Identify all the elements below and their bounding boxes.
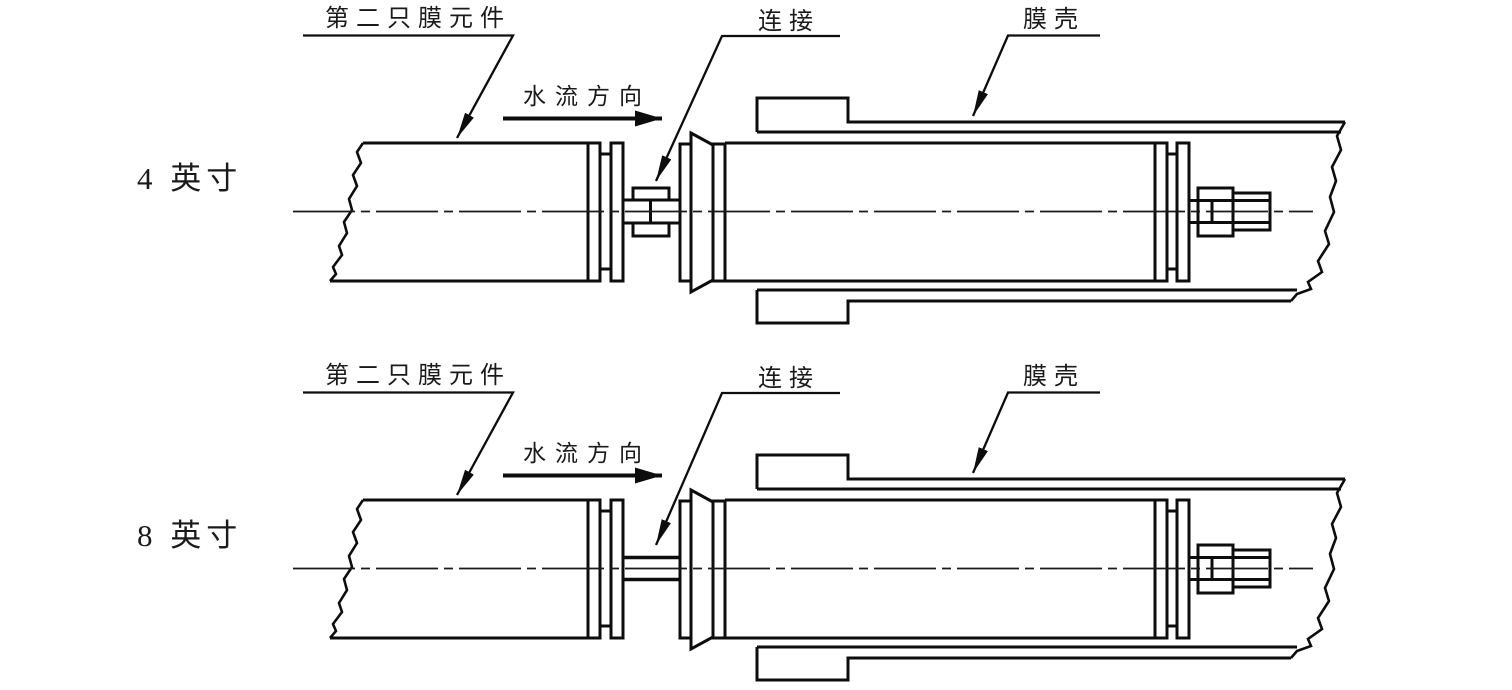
- housing-bottom-wall: [755, 290, 1291, 325]
- leader-arrow-connection: [654, 34, 840, 182]
- element-break-line: [329, 142, 365, 282]
- label-flow-direction: 水流方向: [503, 84, 662, 127]
- seal-plate: [678, 499, 693, 640]
- element-body-edges: [725, 141, 1155, 283]
- second-element-label: 第二只膜元件: [325, 5, 511, 32]
- lead-membrane-element: [678, 130, 1191, 295]
- label-membrane-housing: 膜壳: [971, 363, 1100, 474]
- adapter-bore-lines: [1189, 556, 1270, 581]
- label-flow-direction: 水流方向: [503, 441, 662, 484]
- end-plate-ties: [1167, 152, 1177, 271]
- diagram-8-inch: 8 英寸 第二只膜元件 水流方向 连接 膜壳: [137, 362, 1347, 682]
- leader-arrow-second-element: [303, 391, 515, 496]
- label-second-membrane-element: 第二只膜元件: [303, 5, 515, 139]
- housing-break-line: [1290, 121, 1347, 302]
- adapter-bore-lines: [1189, 199, 1270, 224]
- housing-break-line: [1290, 478, 1347, 659]
- connector-flange-bottom: [631, 221, 671, 238]
- lead-membrane-element: [678, 487, 1191, 652]
- connection-label: 连接: [758, 8, 820, 35]
- flow-direction-label: 水流方向: [523, 84, 651, 109]
- second-element-label: 第二只膜元件: [325, 362, 511, 389]
- end-plate-ties: [1167, 509, 1177, 628]
- connection-label: 连接: [758, 365, 820, 392]
- element-break-line: [329, 499, 365, 639]
- flow-direction-label: 水流方向: [523, 441, 651, 466]
- housing-bottom-wall: [755, 647, 1291, 682]
- size-label: 8 英寸: [137, 518, 242, 553]
- second-membrane-element: [329, 498, 625, 640]
- diagram-4-inch: 4 英寸 第二只膜元件 水流方向 连接 膜壳: [137, 5, 1347, 325]
- connector-flange-top: [631, 186, 671, 202]
- connector-tube: [624, 555, 682, 582]
- brine-seal: [689, 487, 715, 652]
- end-plate-ties: [600, 509, 611, 628]
- housing-label: 膜壳: [1023, 6, 1085, 33]
- seal-plate: [678, 142, 693, 283]
- membrane-housing: [755, 96, 1347, 325]
- size-label: 4 英寸: [137, 161, 242, 196]
- end-plate: [711, 142, 727, 283]
- leader-arrow-housing: [971, 391, 1100, 474]
- element-body-edges: [725, 498, 1155, 640]
- label-connection: 连接: [654, 365, 840, 546]
- brine-seal: [689, 130, 715, 295]
- label-second-membrane-element: 第二只膜元件: [303, 362, 515, 496]
- leader-arrow-housing: [971, 34, 1100, 117]
- leader-arrow-connection: [654, 391, 840, 546]
- label-connection: 连接: [654, 8, 840, 182]
- leader-arrow-second-element: [303, 34, 515, 139]
- interconnector: [624, 555, 682, 582]
- membrane-housing: [755, 453, 1347, 682]
- end-plate: [711, 499, 727, 640]
- label-membrane-housing: 膜壳: [971, 6, 1100, 117]
- housing-label: 膜壳: [1023, 363, 1085, 390]
- housing-top-wall: [755, 453, 1345, 489]
- housing-top-wall: [755, 96, 1345, 132]
- end-plate-ties: [600, 152, 611, 271]
